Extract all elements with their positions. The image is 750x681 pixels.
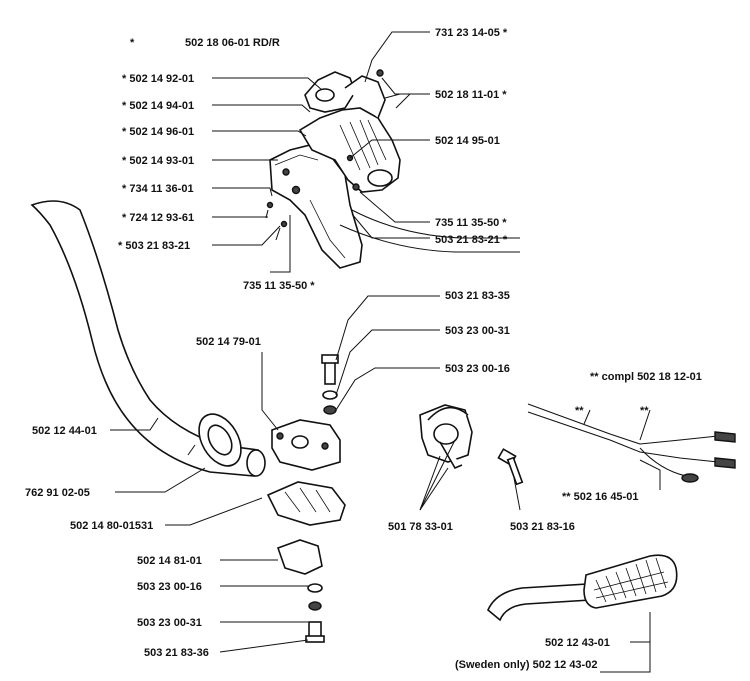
label-503-23-00-16-top: 503 23 00-16 [445, 363, 510, 375]
label-502-16-45-01: ** 502 16 45-01 [562, 491, 638, 503]
label-502-14-81-01: 502 14 81-01 [137, 555, 202, 567]
left-handlebar [30, 200, 266, 493]
label-503-21-83-21-right: 503 21 83-21 * [435, 234, 508, 246]
label-734-11-36-01: * 734 11 36-01 [122, 183, 194, 195]
label-502-12-43-02-sweden: (Sweden only) 502 12 43-02 [455, 659, 597, 671]
label-502-14-93-01: * 502 14 93-01 [122, 155, 194, 167]
cable-assembly [527, 403, 736, 490]
label-503-21-83-35: 503 21 83-35 [445, 290, 510, 302]
part-number-labels: * 502 18 06-01 RD/R * 502 14 92-01 * 502… [25, 27, 702, 671]
top-note-label: 502 18 06-01 RD/R [185, 37, 280, 49]
label-735-11-35-50-right: 735 11 35-50 * [435, 217, 507, 229]
label-502-14-96-01: * 502 14 96-01 [122, 126, 194, 138]
label-503-23-00-31-top: 503 23 00-31 [445, 325, 510, 337]
label-502-14-94-01: * 502 14 94-01 [122, 100, 194, 112]
label-501-78-33-01: 501 78 33-01 [388, 521, 453, 533]
label-762-91-02-05: 762 91 02-05 [25, 487, 90, 499]
label-double-star-2: ** [640, 405, 649, 417]
label-731-23-14-05: 731 23 14-05 * [435, 27, 508, 39]
label-502-12-44-01: 502 12 44-01 [32, 425, 97, 437]
label-724-12-93-61: * 724 12 93-61 [122, 212, 194, 224]
label-503-21-83-21-left: * 503 21 83-21 [118, 240, 190, 252]
label-503-21-83-16: 503 21 83-16 [510, 521, 575, 533]
label-502-18-11-01: 502 18 11-01 * [435, 89, 507, 101]
top-note-star: * [130, 37, 135, 49]
center-leaders [165, 295, 440, 653]
throttle-handle-assembly [265, 69, 520, 269]
label-502-14-92-01: * 502 14 92-01 [122, 73, 194, 85]
label-502-14-79-01: 502 14 79-01 [196, 336, 261, 348]
label-502-14-95-01: 502 14 95-01 [435, 135, 500, 147]
label-502-12-43-01: 502 12 43-01 [545, 637, 610, 649]
label-503-21-83-36: 503 21 83-36 [144, 647, 209, 659]
label-503-23-00-31-bottom: 503 23 00-31 [137, 617, 202, 629]
center-clamp-stack [266, 354, 346, 643]
label-compl-502-18-12-01: ** compl 502 18 12-01 [590, 371, 702, 383]
right-grip-handle [487, 554, 678, 673]
label-735-11-35-50-bottom: 735 11 35-50 * [243, 280, 315, 292]
top-leaders [212, 31, 430, 273]
right-clamp [419, 404, 524, 511]
label-503-23-00-16-bottom: 503 23 00-16 [137, 581, 202, 593]
label-502-14-80-01531: 502 14 80-01531 [70, 520, 153, 532]
label-double-star-1: ** [575, 405, 584, 417]
